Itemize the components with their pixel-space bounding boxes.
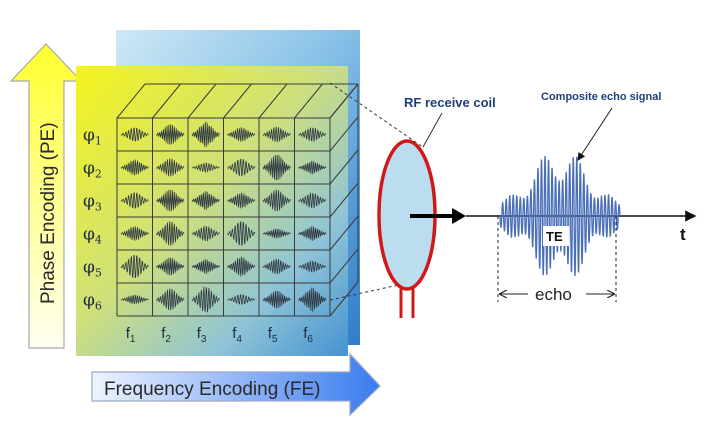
rf-coil-label: RF receive coil bbox=[404, 95, 496, 110]
te-label: TE bbox=[546, 229, 563, 244]
frequency-step-label: f3 bbox=[197, 325, 207, 345]
cell-waveform bbox=[156, 288, 185, 311]
cell-waveform bbox=[227, 256, 256, 277]
cell-waveform bbox=[156, 221, 185, 246]
cell-waveform bbox=[120, 226, 149, 241]
cell-waveform bbox=[298, 260, 327, 273]
composite-echo-label: Composite echo signal bbox=[541, 91, 661, 103]
cell-waveform bbox=[262, 228, 291, 239]
cell-waveform bbox=[156, 257, 185, 276]
composite-pointer bbox=[577, 107, 613, 161]
phase-step-label: φ4 bbox=[83, 225, 102, 247]
cell-waveform bbox=[227, 192, 256, 209]
cell-waveform bbox=[120, 127, 149, 142]
frequency-step-label: f6 bbox=[303, 325, 313, 345]
cell-waveforms bbox=[120, 121, 327, 313]
cell-waveform bbox=[262, 154, 291, 181]
phase-step-label: φ2 bbox=[83, 159, 102, 181]
frequency-step-label: f1 bbox=[126, 325, 136, 345]
cell-waveform bbox=[298, 192, 327, 209]
cell-waveform bbox=[298, 160, 327, 175]
frequency-step-label: f2 bbox=[161, 325, 171, 345]
phase-step-label: φ5 bbox=[83, 258, 102, 280]
projection-lines bbox=[329, 82, 425, 301]
cell-waveform bbox=[191, 121, 220, 148]
cell-waveform bbox=[191, 191, 220, 210]
cell-waveform bbox=[120, 294, 149, 305]
cell-waveform bbox=[262, 290, 291, 309]
cell-waveform bbox=[298, 287, 327, 312]
cell-waveform bbox=[191, 286, 220, 313]
encoding-grid bbox=[116, 83, 359, 317]
echo-width-marker bbox=[497, 216, 617, 302]
phase-step-labels: φ1 φ2 φ3 φ4 φ5 φ6 bbox=[83, 126, 102, 313]
phase-step-label: φ6 bbox=[83, 291, 102, 313]
echo-label: echo bbox=[535, 285, 572, 304]
cell-waveform bbox=[227, 158, 256, 177]
composite-echo-waveform bbox=[499, 155, 621, 277]
phase-encoding-arrow bbox=[9, 43, 83, 349]
frequency-encoding-label: Frequency Encoding (FE) bbox=[104, 379, 321, 400]
cell-waveform bbox=[156, 158, 185, 177]
phase-step-label: φ1 bbox=[83, 126, 102, 148]
cell-waveform bbox=[120, 254, 149, 279]
cell-waveform bbox=[227, 221, 256, 246]
cell-waveform bbox=[120, 159, 149, 176]
cell-waveform bbox=[156, 124, 185, 145]
te-label-bg bbox=[543, 226, 569, 246]
cell-waveform bbox=[262, 189, 291, 212]
cell-waveform bbox=[262, 126, 291, 143]
cell-waveform bbox=[227, 294, 256, 305]
cell-waveform bbox=[156, 189, 185, 212]
cell-waveform bbox=[298, 226, 327, 241]
cell-waveform bbox=[120, 192, 149, 209]
time-axis-label: t bbox=[680, 225, 686, 244]
cell-waveform bbox=[262, 258, 291, 275]
frequency-encoding-arrow bbox=[91, 352, 381, 417]
rf-coil bbox=[377, 139, 437, 318]
cell-waveform bbox=[298, 127, 327, 142]
cell-waveform bbox=[227, 127, 256, 142]
cell-waveform bbox=[191, 259, 220, 274]
frequency-step-label: f5 bbox=[268, 325, 278, 345]
frequency-step-label: f4 bbox=[232, 325, 242, 345]
phase-encoding-label: Phase Encoding (PE) bbox=[38, 122, 59, 304]
cell-waveform bbox=[191, 225, 220, 242]
front-plane bbox=[76, 66, 348, 356]
phase-step-label: φ3 bbox=[83, 192, 102, 214]
frequency-step-labels: f1 f2 f3 f4 f5 f6 bbox=[126, 325, 314, 345]
cell-waveform bbox=[191, 161, 220, 174]
